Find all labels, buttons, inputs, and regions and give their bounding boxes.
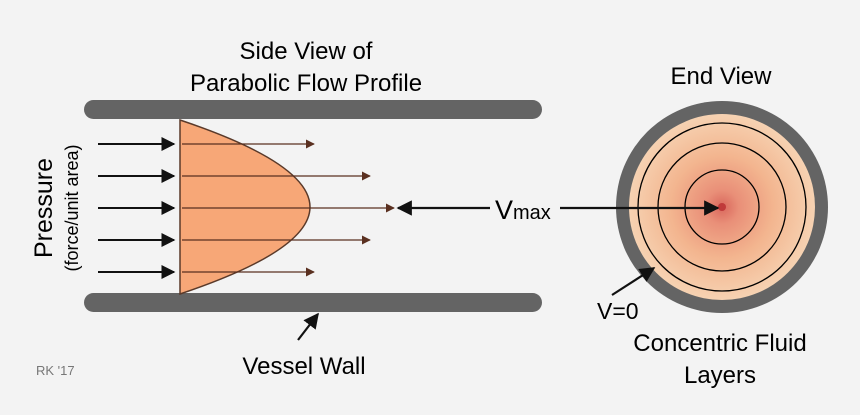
parabolic-profile bbox=[179, 118, 311, 296]
side-view-title-line2: Parabolic Flow Profile bbox=[190, 70, 422, 97]
vmax-label-main: V bbox=[495, 195, 513, 225]
v-zero-label: V=0 bbox=[597, 298, 639, 324]
end-view bbox=[616, 101, 828, 313]
concentric-label-line2: Layers bbox=[684, 362, 756, 389]
vmax-label: Vmax bbox=[495, 195, 551, 225]
vessel-wall-top bbox=[84, 100, 542, 119]
end-view-title: End View bbox=[671, 63, 773, 90]
vessel-wall-arrow bbox=[297, 312, 319, 341]
v-zero-arrow bbox=[611, 267, 656, 296]
vessel-wall-bottom bbox=[84, 293, 542, 312]
credit-text: RK '17 bbox=[36, 363, 75, 378]
concentric-label-line1: Concentric Fluid bbox=[633, 330, 806, 357]
vmax-label-sub: max bbox=[513, 202, 551, 224]
pressure-label: Pressure bbox=[30, 158, 58, 258]
pressure-arrows bbox=[98, 137, 176, 279]
pressure-sublabel: (force/unit area) bbox=[62, 144, 82, 271]
side-view-title-line1: Side View of bbox=[240, 38, 373, 65]
end-view-center bbox=[718, 203, 726, 211]
vessel-wall-label: Vessel Wall bbox=[242, 353, 365, 380]
velocity-arrows bbox=[182, 139, 395, 277]
